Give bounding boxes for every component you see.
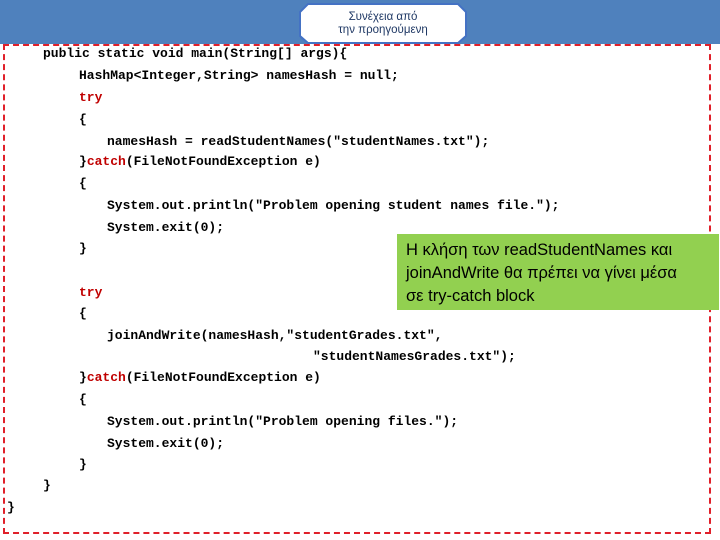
code-line: {: [79, 306, 87, 321]
code-line: namesHash = readStudentNames("studentNam…: [107, 134, 490, 149]
code-line: }: [43, 478, 51, 493]
code-line-catch: }catch(FileNotFoundException e): [79, 153, 321, 171]
code-line: joinAndWrite(namesHash,"studentGrades.tx…: [107, 328, 443, 343]
note-line-3: σε try-catch block: [406, 287, 535, 305]
callout-line-2: την προηγούμενη: [338, 24, 428, 36]
code-brace: }: [79, 370, 87, 385]
callout-line-1: Συνέχεια από: [348, 11, 418, 23]
code-line: System.out.println("Problem opening stud…: [107, 198, 560, 213]
callout-text: Συνέχεια από την προηγούμενη: [298, 11, 468, 37]
code-line: System.exit(0);: [107, 436, 225, 451]
code-line: HashMap<Integer,String> namesHash = null…: [79, 68, 399, 83]
callout-shape: [299, 3, 467, 44]
annotation-note: Η κλήση των readStudentNames και joinAnd…: [397, 234, 719, 310]
code-line: public static void main(String[] args){: [43, 46, 348, 61]
code-line: System.out.println("Problem opening file…: [107, 414, 459, 429]
code-exception: (FileNotFoundException e): [125, 370, 321, 385]
code-line: {: [79, 392, 87, 407]
code-keyword-try: try: [79, 90, 103, 105]
code-keyword-catch: catch: [86, 370, 126, 385]
code-line: {: [79, 112, 87, 127]
code-exception: (FileNotFoundException e): [125, 154, 321, 169]
code-line: }: [79, 241, 87, 256]
note-line-2: joinAndWrite θα πρέπει να γίνει μέσα: [406, 264, 677, 282]
code-line: "studentNamesGrades.txt");: [313, 349, 516, 364]
continuation-callout: Συνέχεια από την προηγούμενη: [298, 2, 468, 44]
code-brace: }: [79, 154, 87, 169]
code-keyword-try: try: [79, 285, 103, 300]
code-line: System.exit(0);: [107, 220, 225, 235]
code-line-catch: }catch(FileNotFoundException e): [79, 369, 321, 387]
code-line: }: [79, 457, 87, 472]
code-line: {: [79, 176, 87, 191]
code-keyword-catch: catch: [86, 154, 126, 169]
code-line: }: [7, 500, 15, 515]
note-line-1: Η κλήση των readStudentNames και: [406, 241, 673, 259]
